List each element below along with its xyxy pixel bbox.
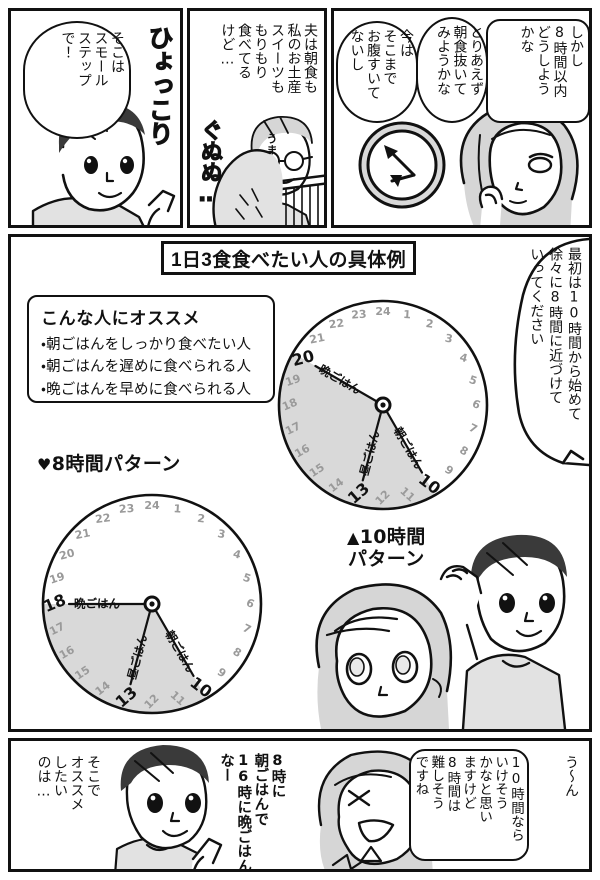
warning-triangle-icon: ▲ bbox=[347, 528, 360, 547]
recommendation-heading: こんな人にオススメ bbox=[41, 309, 201, 328]
svg-text:24: 24 bbox=[375, 305, 391, 318]
section-title: 1日3食食べたい人の具体例 bbox=[161, 241, 416, 275]
svg-text:6: 6 bbox=[470, 397, 482, 412]
panel-1: ひょっこり そこは スモール ステップ で！ bbox=[8, 8, 183, 228]
svg-text:23: 23 bbox=[119, 502, 135, 516]
svg-text:19: 19 bbox=[48, 570, 67, 587]
clock-8h-pattern-label: ♥8時間パターン bbox=[37, 449, 181, 476]
svg-text:24: 24 bbox=[144, 499, 160, 512]
speech-text-bottom-left: そこで オススメ したい のは… bbox=[35, 755, 102, 812]
panel-3: しかし 8時間以内 どうしよう かな とりあえず 朝食抜いて みようかな 今は … bbox=[331, 8, 592, 228]
panel-2: 夫は朝食も 私のお土産 スイーツも もりもり 食べてる けど… ぐぬぬ… うまー bbox=[187, 8, 327, 228]
svg-text:17: 17 bbox=[283, 419, 302, 437]
speech-text-3c: 今は そこまで お腹すいて ないし bbox=[348, 29, 414, 100]
svg-text:7: 7 bbox=[467, 421, 480, 436]
speech-text-3a: しかし 8時間以内 どうしよう かな bbox=[518, 25, 584, 98]
svg-text:5: 5 bbox=[241, 571, 252, 586]
recommendation-box: こんな人にオススメ ・朝ごはんをしっかり食べたい人 ・朝ごはんを遅めに食べられる… bbox=[27, 295, 275, 403]
speech-text-panel-1: そこは スモール ステップ で！ bbox=[59, 31, 125, 88]
heart-icon: ♥ bbox=[37, 455, 52, 474]
recommendation-item: ・朝ごはんをしっかり食べたい人 bbox=[41, 337, 252, 353]
clock-10h-pattern-label: ▲10時間 パターン bbox=[347, 526, 426, 571]
note-bubble-shape bbox=[513, 237, 589, 467]
svg-text:4: 4 bbox=[232, 547, 243, 562]
svg-text:9: 9 bbox=[215, 665, 229, 680]
svg-text:1: 1 bbox=[403, 308, 411, 321]
svg-text:7: 7 bbox=[241, 621, 254, 636]
svg-text:8: 8 bbox=[457, 444, 470, 459]
svg-text:2: 2 bbox=[196, 512, 205, 526]
svg-text:21: 21 bbox=[74, 526, 92, 542]
speech-text-bottom-right-uun: う〜ん bbox=[563, 755, 579, 798]
svg-text:23: 23 bbox=[351, 308, 367, 322]
svg-text:19: 19 bbox=[284, 372, 303, 389]
sfx-hyokkori: ひょっこり bbox=[145, 25, 175, 146]
svg-text:18: 18 bbox=[280, 396, 299, 414]
svg-text:22: 22 bbox=[328, 317, 345, 332]
panel-info: 1日3食食べたい人の具体例 最初は10時間から始めて 徐々に8時間に近づけて い… bbox=[8, 234, 592, 732]
table-edge bbox=[282, 174, 324, 225]
character-child-grey-hair bbox=[315, 583, 453, 729]
svg-text:9: 9 bbox=[442, 463, 456, 478]
speech-bubble-3b bbox=[416, 17, 488, 123]
speech-text-bottom-right: 10時間なら いけそう かなと思い ますけど 8時間は 難しそう ですね bbox=[412, 755, 524, 842]
svg-text:3: 3 bbox=[444, 332, 454, 346]
recommendation-item: ・朝ごはんを遅めに食べられる人 bbox=[41, 359, 252, 376]
speech-bubble-panel-1 bbox=[23, 21, 131, 139]
speech-text-3b: とりあえず 朝食抜いて みようかな bbox=[434, 25, 484, 96]
panel-bottom: そこで オススメ したい のは… 8時に 朝ごはんで 16時に晩ごはんは なー … bbox=[8, 738, 592, 872]
svg-text:2: 2 bbox=[425, 317, 434, 331]
svg-text:20: 20 bbox=[58, 546, 76, 563]
character-man-bottom-left bbox=[114, 745, 223, 869]
speech-text-panel-2: 夫は朝食も 私のお土産 スイーツも もりもり 食べてる けど… bbox=[219, 23, 318, 94]
clock-8h-label-text: 8時間パターン bbox=[51, 453, 181, 475]
svg-text:晩ごはん: 晩ごはん bbox=[74, 597, 120, 611]
svg-text:5: 5 bbox=[467, 373, 478, 388]
svg-text:8: 8 bbox=[231, 645, 244, 660]
note-text: 最初は10時間から始めて 徐々に8時間に近づけて いってください bbox=[528, 247, 582, 421]
svg-text:1: 1 bbox=[173, 502, 181, 515]
recommendation-item: ・晩ごはんを早めに食べられる人 bbox=[41, 381, 252, 398]
character-man-raising-hand bbox=[439, 534, 567, 729]
wall-clock-icon bbox=[358, 121, 446, 209]
speech-bubble-3a bbox=[486, 19, 589, 123]
svg-text:21: 21 bbox=[308, 331, 326, 347]
speech-bubble-3c bbox=[336, 21, 418, 123]
section-title-text: 1日3食食べたい人の具体例 bbox=[170, 249, 407, 271]
svg-text:17: 17 bbox=[47, 620, 66, 638]
character-woman-thinking bbox=[459, 104, 579, 225]
speech-text-bottom-center: 8時に 朝ごはんで 16時に晩ごはんは なー bbox=[218, 753, 286, 872]
speech-bubble-bottom-right bbox=[409, 749, 529, 861]
svg-text:22: 22 bbox=[94, 511, 111, 526]
svg-text:4: 4 bbox=[458, 351, 469, 366]
svg-text:6: 6 bbox=[244, 596, 256, 611]
foreground-head-blob bbox=[212, 149, 284, 225]
clock-10h-label-text: 10時間 パターン bbox=[348, 526, 426, 570]
svg-text:3: 3 bbox=[216, 527, 226, 541]
